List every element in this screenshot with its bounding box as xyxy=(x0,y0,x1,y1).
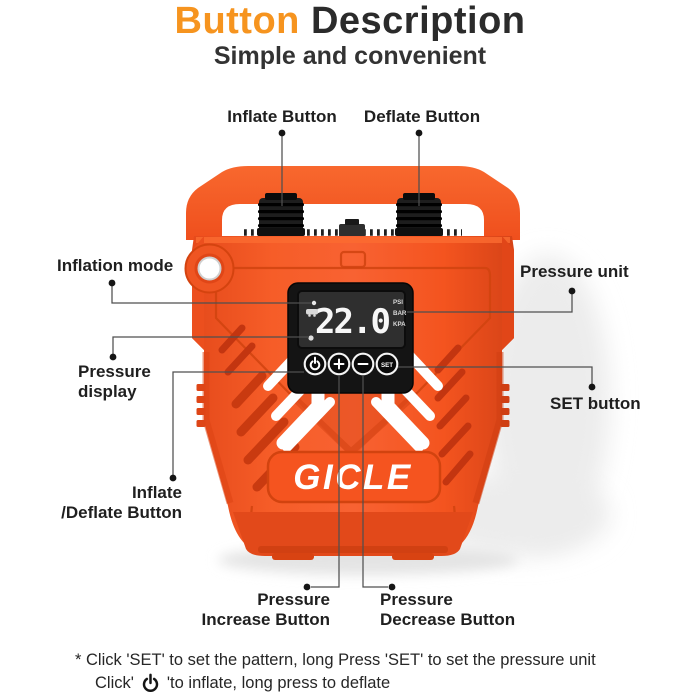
brand-plate: GICLE xyxy=(266,450,442,504)
pressure-increase-button xyxy=(327,352,351,376)
footnote-line2-after: 'to inflate, long press to deflate xyxy=(166,674,391,692)
title-accent: Button xyxy=(174,0,300,42)
callout-lines xyxy=(108,129,596,591)
callout-inflate-deflate-line2: /Deflate Button xyxy=(61,503,182,522)
callout-set-button: SET button xyxy=(550,394,641,413)
callout-pressure-decrease: Pressure Decrease Button xyxy=(380,590,515,630)
set-button: SET xyxy=(375,352,399,376)
callout-inflate-button: Inflate Button xyxy=(227,107,337,126)
callout-pressure-display-line1: Pressure xyxy=(78,362,151,381)
unit-psi: PSI xyxy=(393,299,403,306)
page-subtitle: Simple and convenient xyxy=(213,42,487,70)
callout-pressure-decrease-line2: Decrease Button xyxy=(380,610,516,629)
callout-pressure-display-line2: display xyxy=(78,382,137,401)
title-rest: Description xyxy=(310,0,526,42)
page-title: Button Description xyxy=(0,0,700,42)
plus-icon xyxy=(333,358,345,370)
footnote-line2: Click' 'to inflate, long press to deflat… xyxy=(95,672,390,695)
callout-pressure-increase-line1: Pressure xyxy=(257,590,330,609)
power-icon xyxy=(142,673,159,693)
set-button-text: SET xyxy=(381,362,393,369)
footnote-line1: * Click 'SET' to set the pattern, long P… xyxy=(75,651,596,669)
bottom-base xyxy=(233,512,473,560)
brand-logo-text: GICLE xyxy=(293,458,412,497)
callout-deflate-button: Deflate Button xyxy=(363,107,481,126)
device-buttons: SET xyxy=(303,352,399,376)
display-marker-dot xyxy=(308,335,314,341)
callout-pressure-increase-line2: Increase Button xyxy=(201,610,330,629)
callout-pressure-unit: Pressure unit xyxy=(520,262,629,281)
footnote-line2-before: Click' xyxy=(95,674,134,692)
power-button xyxy=(303,352,327,376)
pressure-decrease-button xyxy=(351,352,375,376)
callout-inflate-deflate: Inflate /Deflate Button xyxy=(61,483,182,523)
unit-bar: BAR xyxy=(393,310,407,317)
callout-pressure-decrease-line1: Pressure xyxy=(380,590,453,609)
header: Button Description Simple and convenient xyxy=(0,0,700,70)
unit-kpa: KPA xyxy=(393,321,406,328)
callout-pressure-increase: Pressure Increase Button xyxy=(202,590,330,630)
lcd-pressure-value: 22.0 xyxy=(315,302,389,342)
callout-pressure-display: Pressure display xyxy=(78,362,151,402)
callout-inflation-mode: Inflation mode xyxy=(57,256,174,275)
callout-inflate-deflate-line1: Inflate xyxy=(131,483,182,502)
inflation-mode-icon xyxy=(306,300,318,317)
pressure-display-module: 22.0 PSI BAR KPA xyxy=(287,282,414,394)
inflate-nozzle xyxy=(257,193,305,236)
hang-ring xyxy=(184,243,235,294)
power-icon xyxy=(309,356,321,371)
